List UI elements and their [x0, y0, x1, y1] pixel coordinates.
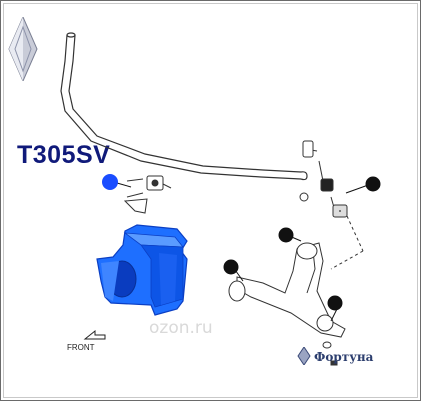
stabilizer-bar	[60, 32, 308, 181]
brand-label: Фортуна	[314, 350, 374, 364]
ozon-watermark: ozon.ru	[149, 318, 213, 338]
diamond-logo-icon	[8, 17, 38, 81]
bar-bushing-small	[123, 175, 172, 214]
front-label: FRONT	[67, 343, 95, 352]
stabilizer-bushing	[96, 224, 188, 316]
brand-diamond-icon	[297, 347, 311, 365]
lower-control-arm	[228, 242, 346, 366]
part-callout	[102, 174, 132, 190]
front-arrow-icon	[83, 329, 106, 340]
part-code-label: T305SV	[17, 141, 111, 169]
stabilizer-link	[299, 140, 364, 270]
callout-markers	[223, 176, 381, 322]
